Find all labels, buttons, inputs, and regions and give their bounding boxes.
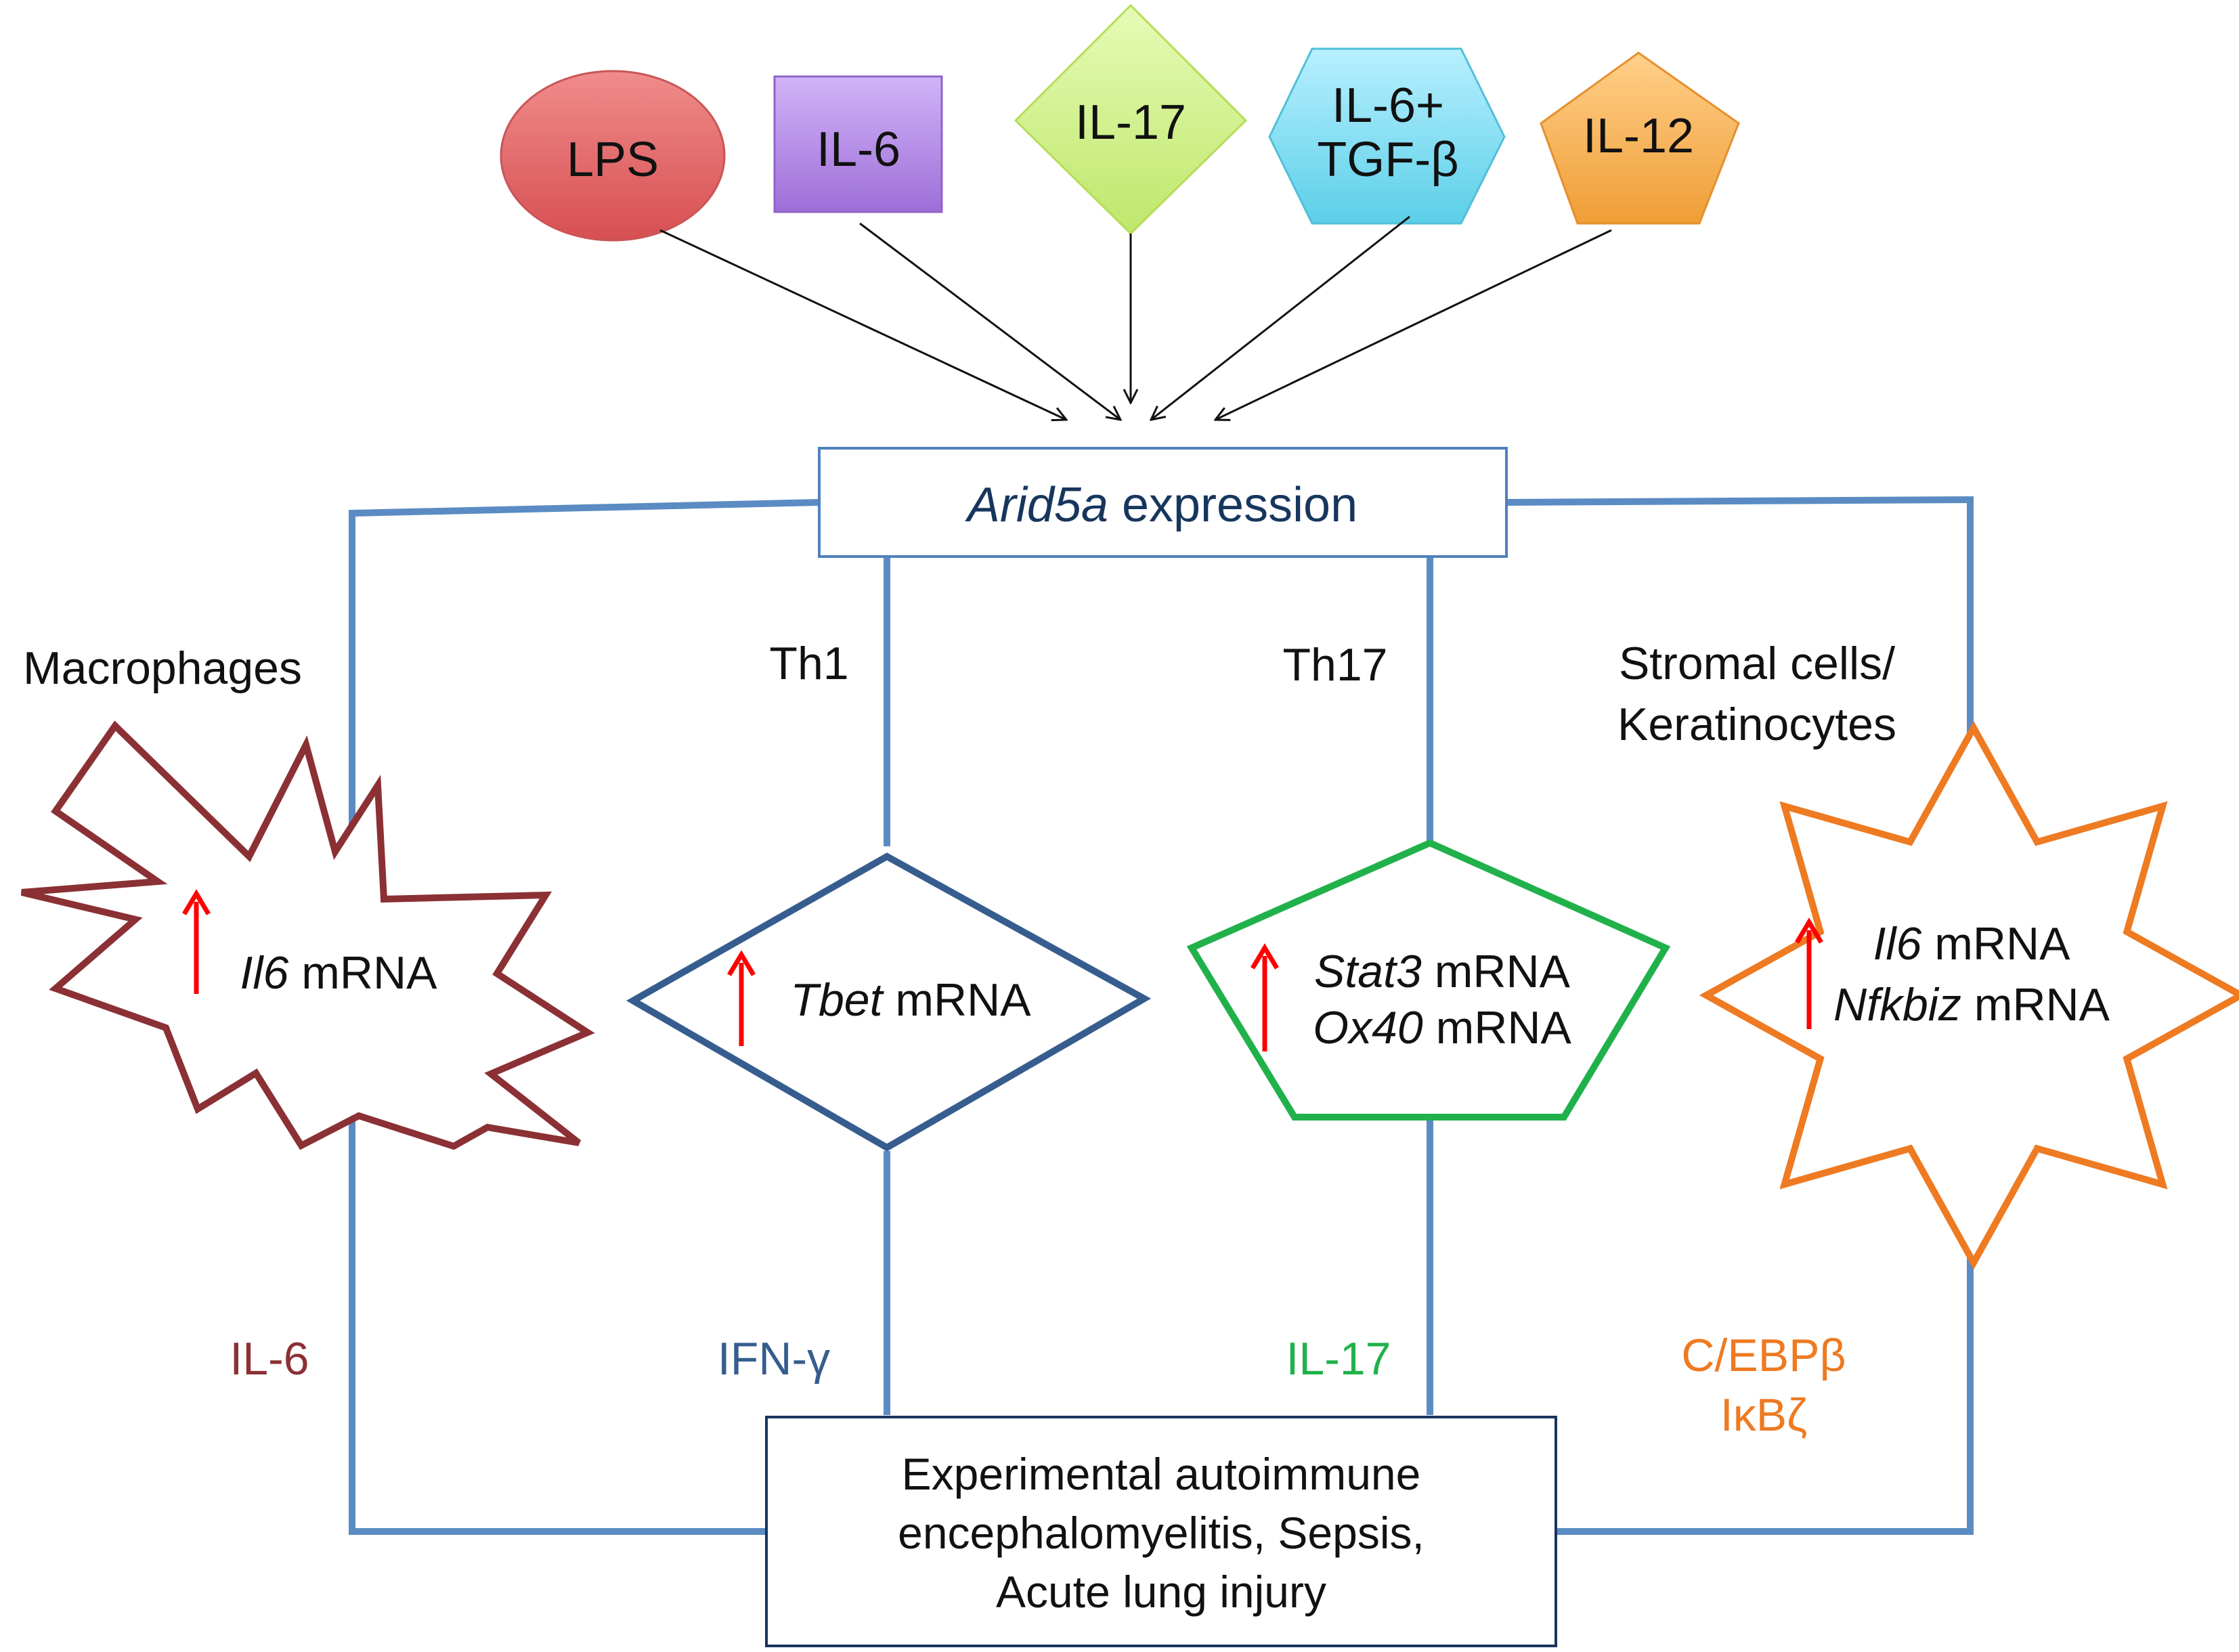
stimulus-il17: IL-17 — [1014, 3, 1248, 236]
mrna-label-italic: Tbet — [790, 974, 884, 1026]
mrna-label-text: mRNA — [882, 974, 1031, 1026]
mrna-label-italic: Nfkbiz — [1833, 979, 1961, 1030]
il6-shape — [773, 75, 943, 213]
up-arrow-icon-head — [1794, 917, 1824, 944]
mrna-label-italic: Stat3 — [1314, 946, 1422, 997]
cell-type-label: Th17 — [1283, 639, 1388, 691]
stimulus-arrow — [859, 222, 1121, 420]
mrna-label-text: mRNA — [1961, 979, 2110, 1030]
arid5a-expression-box — [818, 447, 1508, 558]
mrna-label: Ox40 mRNA — [1313, 1002, 1571, 1053]
mrna-label: Stat3 mRNA — [1314, 946, 1571, 997]
outcome-box-group: Experimental autoimmune encephalomyelitis… — [765, 1416, 1557, 1647]
mrna-label-italic: Il6 — [1873, 918, 1922, 970]
up-arrow-icon-head — [181, 889, 211, 915]
cytokine-label: IκBζ — [1720, 1389, 1807, 1441]
stimulus-lps: LPS — [500, 70, 726, 242]
cell-type-label: Macrophages — [23, 643, 302, 694]
il6-tgfb-shape — [1268, 47, 1506, 225]
th1-diamond-shape — [626, 852, 1152, 1152]
arid5a-expression-label: Arid5a expression — [965, 478, 1357, 532]
cytokine-label: IL-6 — [230, 1333, 309, 1385]
il12-shape — [1540, 51, 1740, 225]
connector-lines — [349, 496, 1974, 1535]
macrophage-burst-shape — [20, 720, 595, 1150]
mrna-label-text: mRNA — [1422, 946, 1571, 997]
cytokine-label: IL-17 — [1286, 1333, 1391, 1385]
th17-pentagon-shape — [1186, 839, 1671, 1121]
connector-line — [349, 498, 823, 846]
stimulus-il6: IL-6 — [773, 75, 943, 213]
stimulus-label: IL-17 — [1075, 95, 1186, 150]
outcome-line: Acute lung injury — [996, 1567, 1326, 1617]
stimuli-row: LPS IL-6 IL-17 IL-6+TGF-β IL-12 — [500, 3, 1740, 242]
cell-type-label: Th1 — [769, 638, 848, 689]
stromal-star-shape — [1699, 720, 2239, 1270]
lps-shape — [500, 70, 726, 242]
up-arrow-icon-head — [1250, 943, 1280, 970]
connector-line — [1502, 496, 1974, 831]
cell-type-label: Keratinocytes — [1617, 699, 1896, 750]
mrna-label-text: mRNA — [1423, 1002, 1572, 1053]
stimulus-label: LPS — [567, 133, 659, 187]
mrna-label-italic: Il6 — [240, 947, 289, 999]
outcome-line: encephalomyelitis, Sepsis, — [898, 1508, 1425, 1558]
mrna-label: Il6 mRNA — [240, 947, 438, 999]
cytokine-label: IFN-γ — [718, 1333, 830, 1385]
outcome-box — [765, 1416, 1557, 1647]
arid5a-expression-label-italic: Arid5a — [965, 478, 1108, 532]
mrna-label-text: mRNA — [288, 947, 437, 999]
stimulus-label: IL-6+ — [1332, 79, 1444, 133]
stimulus-label: IL-12 — [1583, 109, 1694, 163]
center-box-group: Arid5a expression — [818, 447, 1508, 558]
cell-type-label: Stromal cells/ — [1619, 638, 1895, 689]
connector-line — [349, 1110, 770, 1535]
stimulus-il12: IL-12 — [1540, 51, 1740, 225]
up-arrow-icon-head — [726, 950, 756, 976]
stimulus-arrows — [659, 215, 1612, 420]
outcome-line: Experimental autoimmune — [902, 1449, 1421, 1499]
mrna-label-italic: Ox40 — [1313, 1002, 1423, 1053]
stimulus-label: IL-6 — [817, 123, 900, 177]
mrna-label: Il6 mRNA — [1873, 918, 2071, 970]
stimulus-arrow — [1151, 215, 1410, 420]
connector-line — [1552, 1108, 1974, 1535]
mrna-label-text: mRNA — [1921, 918, 2070, 970]
mrna-label: Tbet mRNA — [790, 974, 1031, 1026]
arid5a-expression-label-text: expression — [1108, 478, 1357, 532]
stimulus-arrow — [1215, 229, 1612, 420]
stimulus-il6tgfb: IL-6+TGF-β — [1268, 47, 1506, 225]
stimulus-arrow — [659, 229, 1066, 420]
stimulus-label: TGF-β — [1317, 133, 1458, 187]
mrna-label: Nfkbiz mRNA — [1833, 979, 2110, 1030]
cytokine-label: C/EBPβ — [1681, 1330, 1846, 1381]
